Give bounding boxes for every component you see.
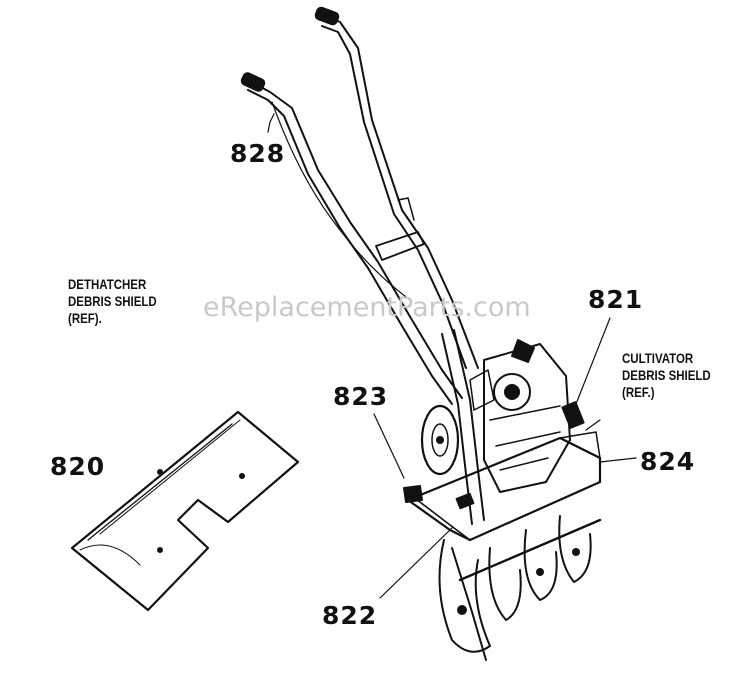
- part-number-824: 824: [640, 447, 696, 476]
- cultivator-line-3: (REF.): [622, 384, 655, 400]
- leader-lines: [267, 113, 637, 599]
- tines: [438, 515, 602, 661]
- dethatcher-shield-label: DETHATCHER DEBRIS SHIELD (REF).: [68, 276, 157, 327]
- dethatcher-line-1: DETHATCHER: [68, 276, 147, 292]
- cultivator-shield-label: CULTIVATOR DEBRIS SHIELD (REF.): [622, 350, 711, 401]
- engine: [469, 339, 571, 493]
- tine-shield: [403, 401, 602, 542]
- handle-assembly: [240, 6, 485, 525]
- transport-wheel: [420, 404, 460, 476]
- dethatcher-line-2: DEBRIS SHIELD: [68, 293, 157, 309]
- cultivator-line-1: CULTIVATOR: [622, 350, 694, 366]
- dethatcher-debris-shield: [70, 410, 300, 612]
- part-number-828: 828: [230, 139, 286, 168]
- cultivator-line-2: DEBRIS SHIELD: [622, 367, 711, 383]
- part-number-823: 823: [333, 382, 389, 411]
- watermark: eReplacementParts.com: [203, 292, 531, 323]
- part-number-821: 821: [588, 285, 644, 314]
- part-number-820: 820: [50, 452, 106, 481]
- dethatcher-line-3: (REF).: [68, 310, 102, 326]
- part-number-822: 822: [322, 601, 378, 630]
